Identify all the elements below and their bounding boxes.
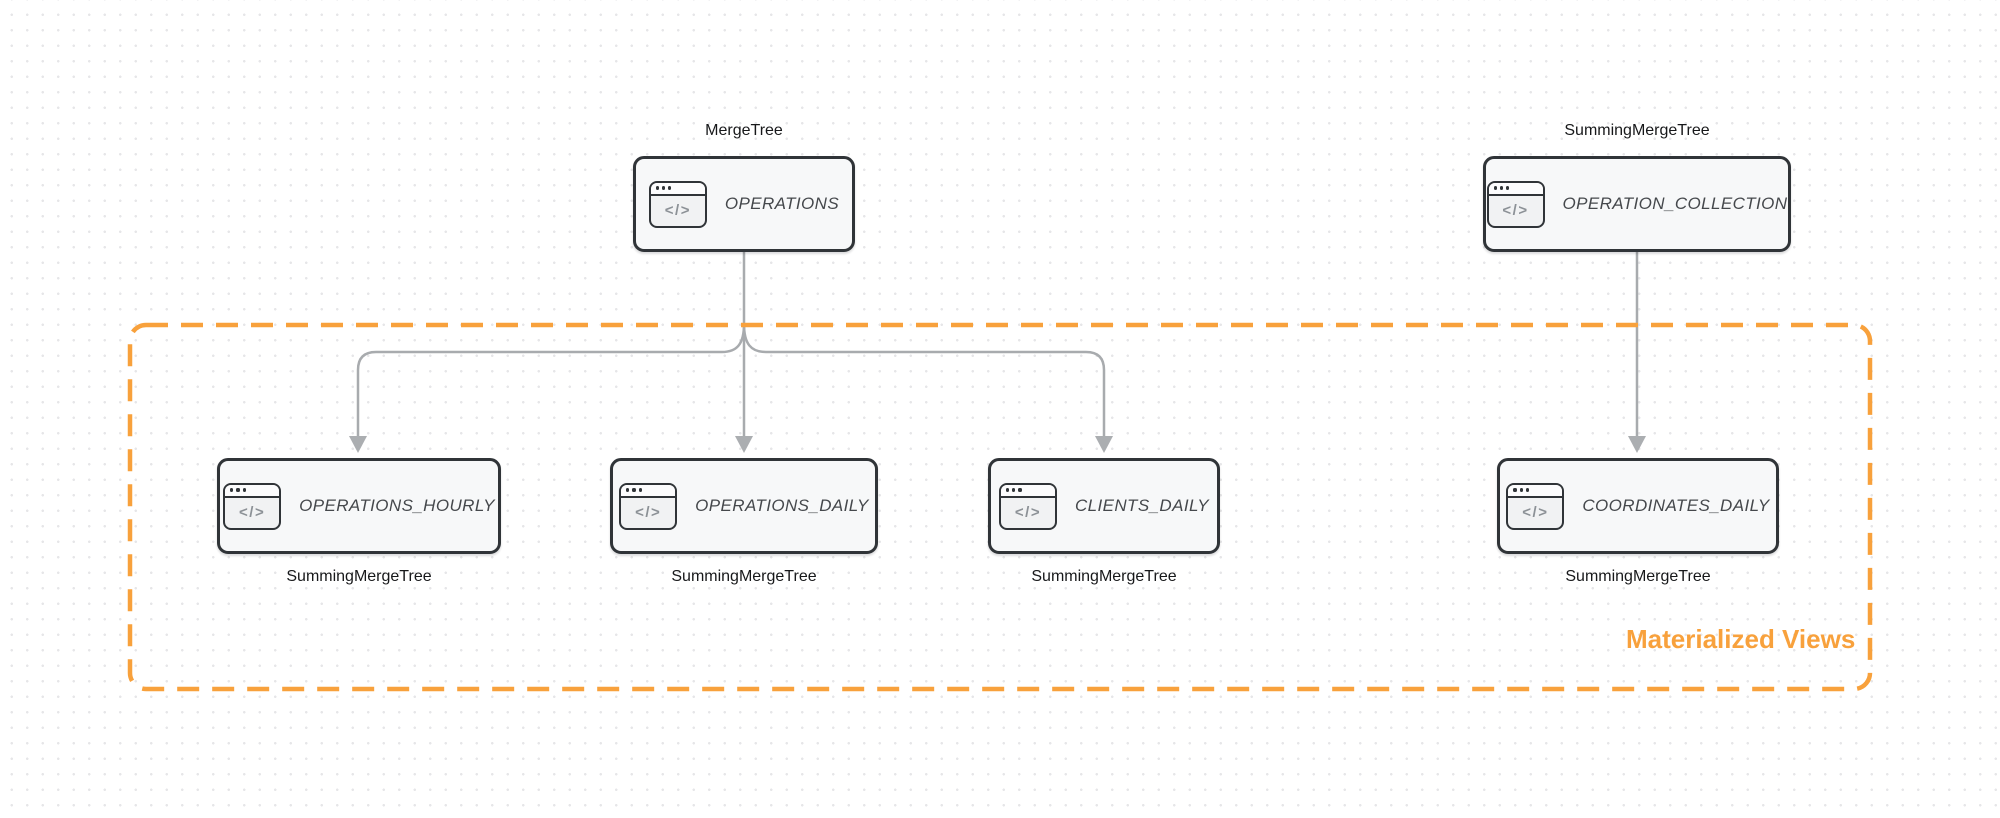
edge-operations-to-clients-daily bbox=[742, 323, 1106, 437]
engine-label: SummingMergeTree bbox=[1565, 568, 1711, 585]
engine-label: SummingMergeTree bbox=[1564, 122, 1710, 139]
table-name: OPERATION_COLLECTION bbox=[1562, 194, 1788, 213]
table-box-operation-collection[interactable]: </> OPERATION_COLLECTION bbox=[1483, 156, 1791, 252]
materialized-views-label: Materialized Views bbox=[1626, 624, 1856, 654]
table-node-operations-hourly: </> OPERATIONS_HOURLY SummingMergeTree bbox=[217, 458, 501, 587]
table-box-clients-daily[interactable]: </> CLIENTS_DAILY bbox=[988, 458, 1220, 554]
arrowhead-icon bbox=[735, 436, 753, 453]
table-name: OPERATIONS_DAILY bbox=[695, 496, 869, 515]
table-node-operations: MergeTree </> OPERATIONS bbox=[633, 121, 855, 252]
table-name: COORDINATES_DAILY bbox=[1582, 496, 1770, 515]
arrowhead-icon bbox=[1095, 436, 1113, 453]
table-name: CLIENTS_DAILY bbox=[1074, 496, 1210, 515]
edge-operations-to-operations-hourly bbox=[356, 323, 746, 437]
table-node-operations-daily: </> OPERATIONS_DAILY SummingMergeTree bbox=[610, 458, 878, 587]
code-glyph: </> bbox=[1014, 504, 1042, 521]
table-name: OPERATIONS_HOURLY bbox=[299, 496, 495, 515]
code-glyph: </> bbox=[635, 504, 662, 521]
table-node-operation-collection: SummingMergeTree </> OPERATION_COLLECTIO… bbox=[1483, 121, 1791, 252]
engine-label: SummingMergeTree bbox=[671, 568, 817, 585]
code-glyph: </> bbox=[664, 202, 691, 219]
code-glyph: </> bbox=[239, 504, 266, 521]
code-window-icon: </> bbox=[998, 482, 1057, 530]
arrowhead-icon bbox=[349, 436, 367, 453]
code-window-icon: </> bbox=[648, 180, 707, 228]
code-window-icon: </> bbox=[1486, 180, 1545, 228]
materialized-views-frame bbox=[127, 322, 1873, 692]
table-box-operations[interactable]: </> OPERATIONS bbox=[633, 156, 855, 252]
code-window-icon: </> bbox=[1506, 482, 1565, 530]
code-window-icon: </> bbox=[223, 482, 282, 530]
code-glyph: </> bbox=[1502, 202, 1529, 219]
table-node-coordinates-daily: </> COORDINATES_DAILY SummingMergeTree bbox=[1497, 458, 1779, 587]
engine-label: SummingMergeTree bbox=[1031, 568, 1177, 585]
engine-label: SummingMergeTree bbox=[286, 568, 432, 585]
table-box-coordinates-daily[interactable]: </> COORDINATES_DAILY bbox=[1497, 458, 1779, 554]
code-glyph: </> bbox=[1522, 504, 1549, 521]
code-window-icon: </> bbox=[619, 482, 678, 530]
table-box-operations-daily[interactable]: </> OPERATIONS_DAILY bbox=[610, 458, 878, 554]
table-box-operations-hourly[interactable]: </> OPERATIONS_HOURLY bbox=[217, 458, 501, 554]
arrowhead-icon bbox=[1628, 436, 1646, 453]
engine-label: MergeTree bbox=[705, 122, 783, 139]
table-name: OPERATIONS bbox=[724, 194, 840, 213]
table-node-clients-daily: </> CLIENTS_DAILY SummingMergeTree bbox=[988, 458, 1220, 587]
